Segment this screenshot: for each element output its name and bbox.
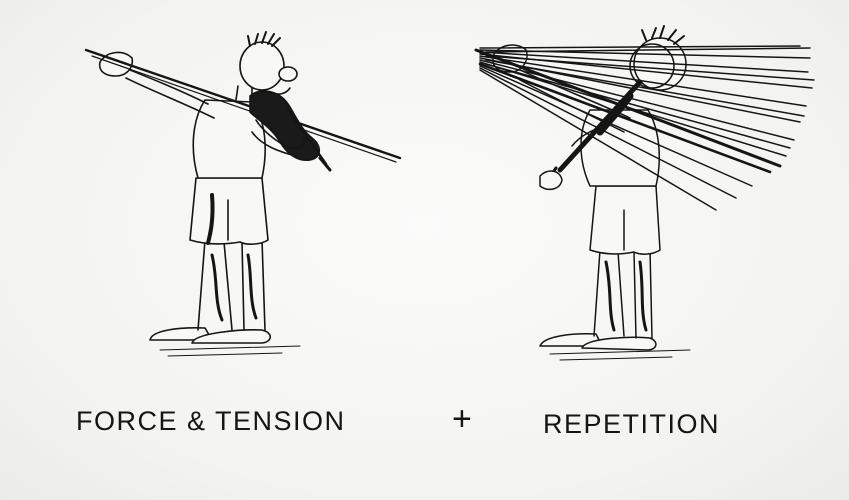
plus-operator: +	[452, 400, 472, 438]
force-tension-caption: FORCE & TENSION	[76, 406, 346, 436]
repetition-caption: REPETITION	[543, 409, 721, 439]
